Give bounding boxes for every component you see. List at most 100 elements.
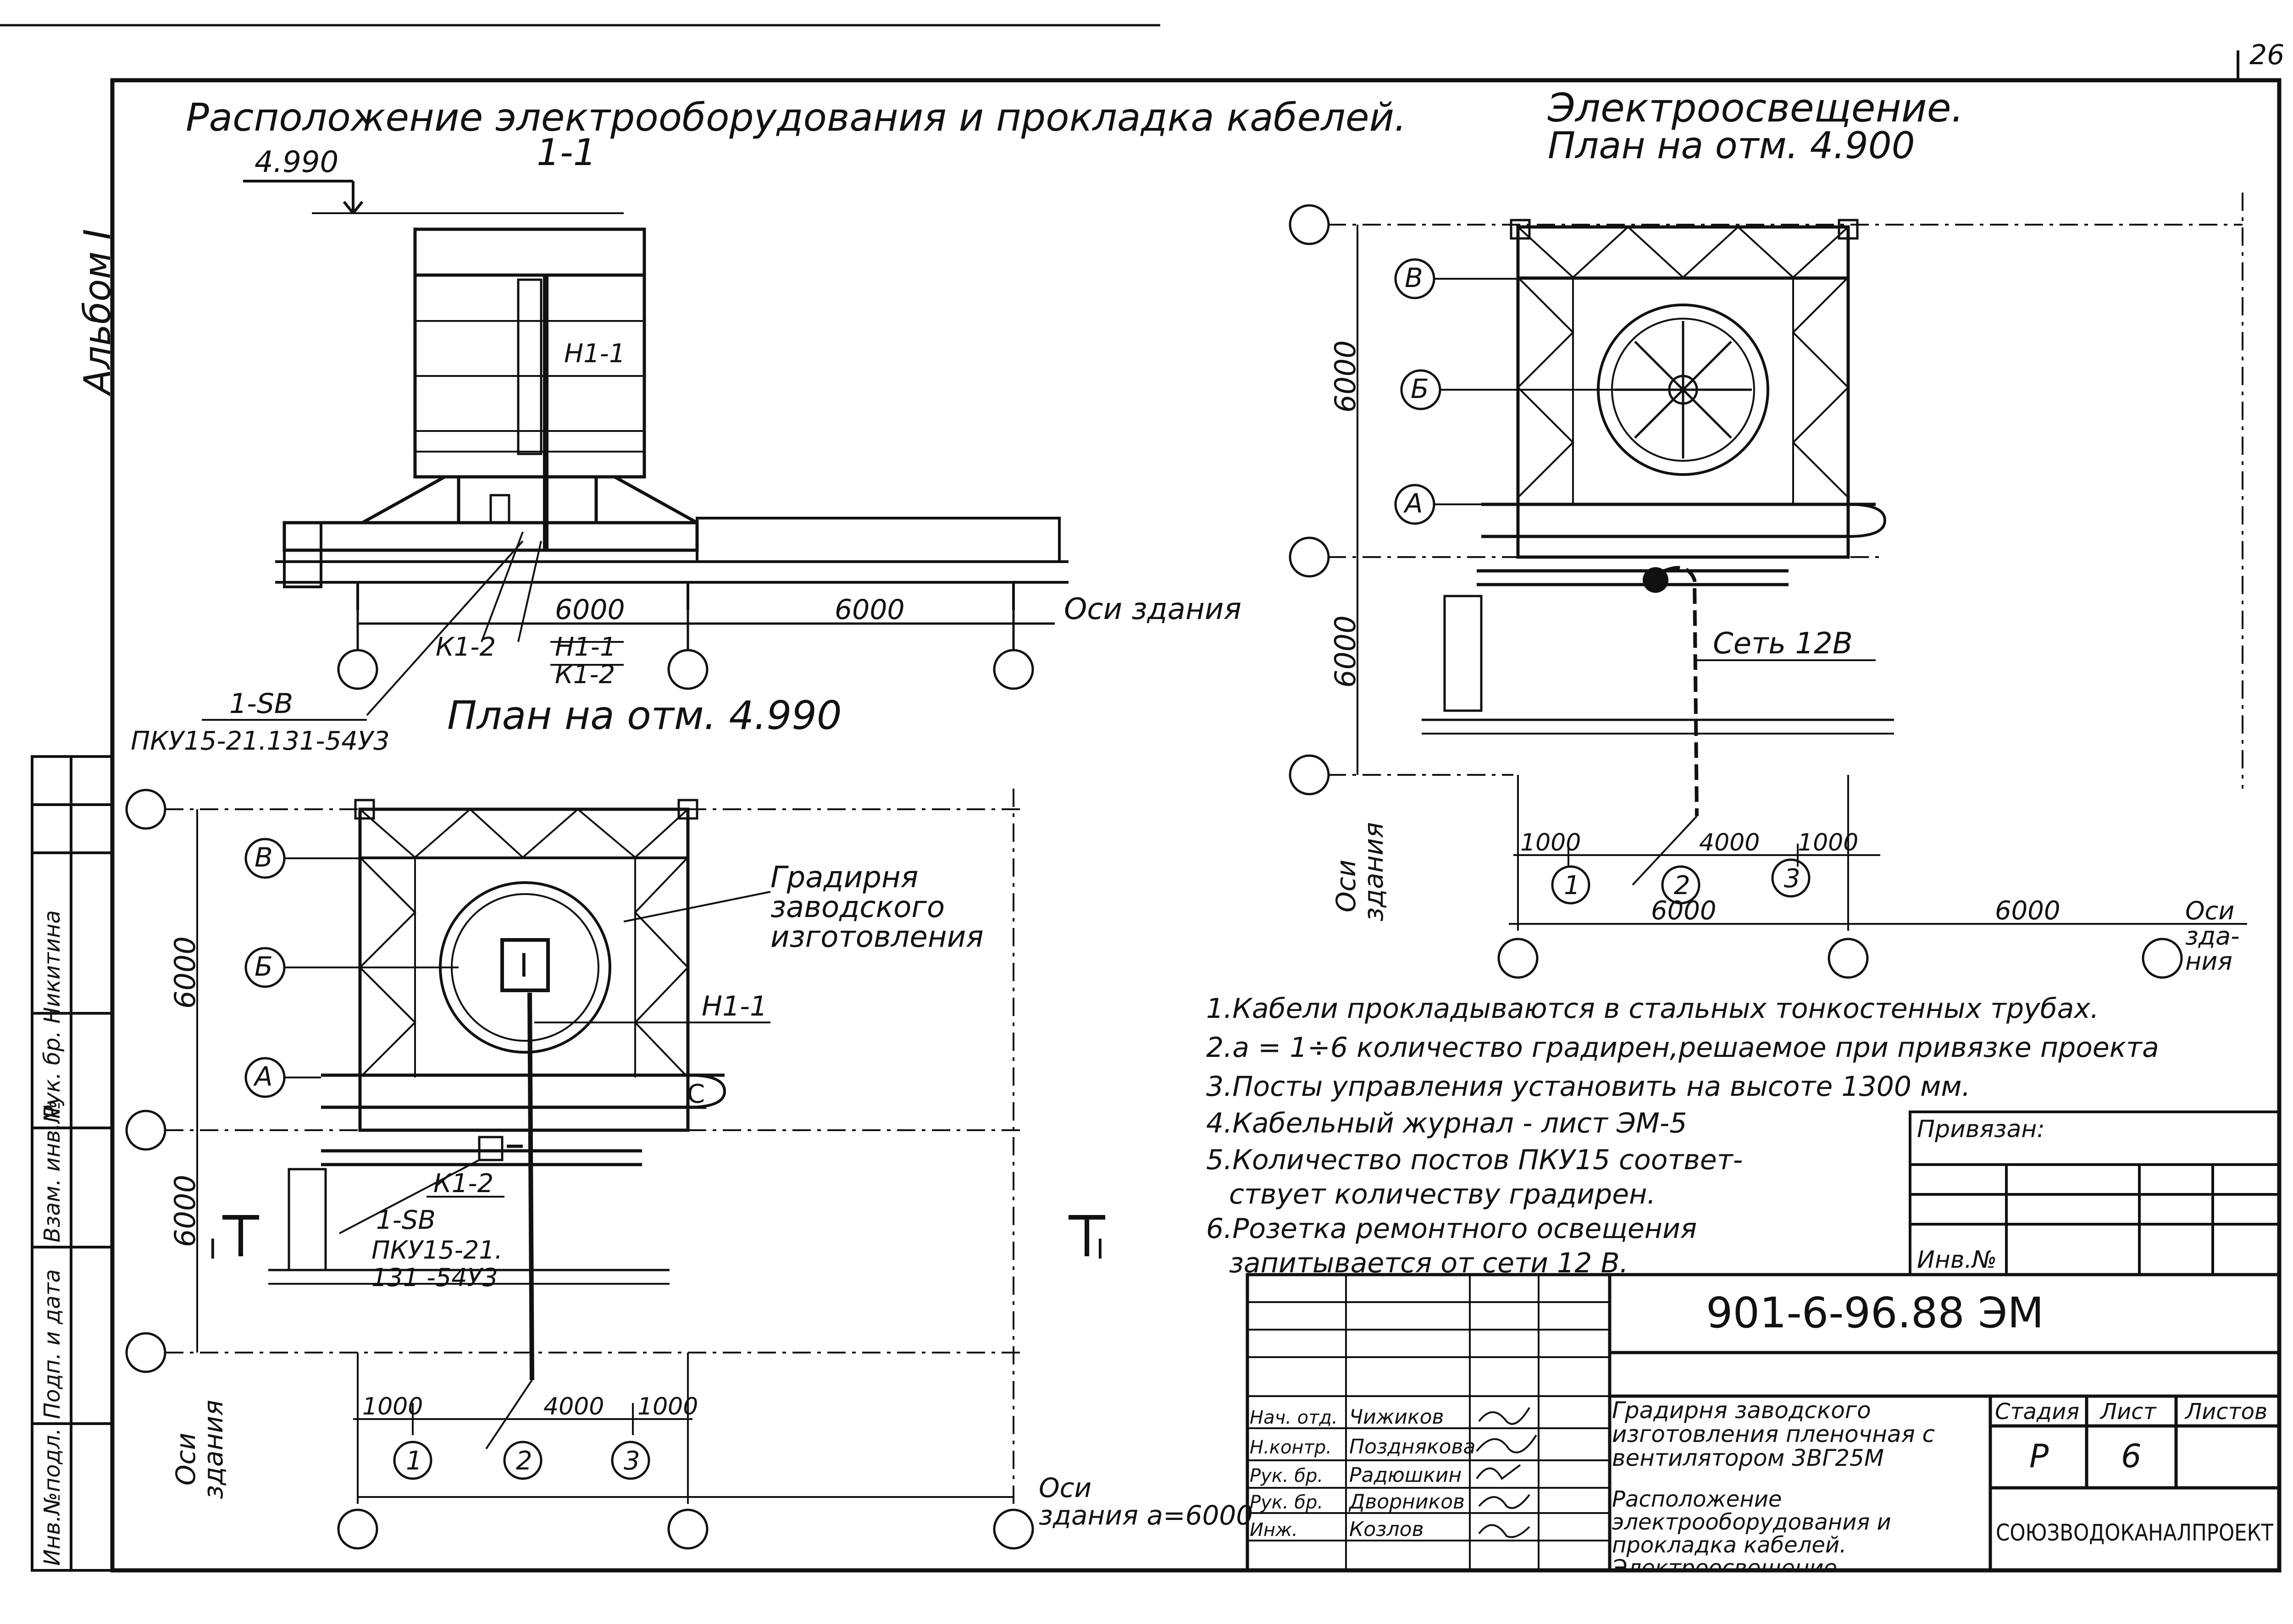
lighting-plan: Электроосвещение. План на отм. 4.900 bbox=[1289, 85, 2247, 979]
sig-role-1: Нач. отд. bbox=[1250, 1407, 1338, 1428]
sheets-header: Листов bbox=[2184, 1399, 2267, 1425]
section-k1: К1-2 bbox=[436, 632, 496, 662]
sheet-header: Лист bbox=[2099, 1399, 2157, 1425]
sig-name-3: Радюшкин bbox=[1349, 1464, 1462, 1487]
lamp-icon bbox=[1643, 567, 1668, 593]
org-name: СОЮЗВОДОКАНАЛПРОЕКТ bbox=[1996, 1519, 2273, 1546]
sig-name-4: Дворников bbox=[1348, 1490, 1465, 1514]
sig-role-4: Рук. бр. bbox=[1250, 1492, 1323, 1513]
axis-bubble bbox=[993, 649, 1034, 690]
note-1: 1.Кабели прокладываются в стальных тонко… bbox=[1206, 993, 2099, 1025]
stage-header: Стадия bbox=[1995, 1399, 2079, 1425]
plan490-axis-v: В bbox=[255, 842, 273, 873]
plan490-sb: 1-SB bbox=[376, 1205, 436, 1235]
lighting-col-2: 2 bbox=[1674, 871, 1690, 900]
section-title: Расположение электрооборудования и прокл… bbox=[186, 95, 1407, 140]
section-cut: 1-1 bbox=[537, 131, 597, 174]
fan-label: I bbox=[519, 947, 529, 984]
cut-mark-left bbox=[222, 1215, 259, 1256]
plan490-axes-v2: здания bbox=[198, 1400, 229, 1499]
plan490-d4000: 4000 bbox=[543, 1393, 604, 1420]
cut-mark-label-left: I bbox=[209, 1233, 217, 1265]
axis-bubble-a bbox=[1394, 484, 1435, 525]
plan490-axes-h1: Оси bbox=[1039, 1472, 1091, 1503]
plan490-d1000a: 1000 bbox=[362, 1393, 423, 1420]
stamp-sign-date: Подп. и дата bbox=[39, 1269, 65, 1419]
lighting-d1000b: 1000 bbox=[1798, 829, 1858, 856]
cut-mark-right bbox=[1069, 1215, 1105, 1256]
plan490-pku-1: ПКУ15-21. bbox=[371, 1236, 503, 1265]
section-view: Расположение электрооборудования и прокл… bbox=[131, 95, 1407, 756]
axis-bubble bbox=[125, 1110, 166, 1151]
note-3: 3.Посты управления установить на высоте … bbox=[1206, 1071, 1971, 1103]
section-axes: Оси здания bbox=[1064, 592, 1241, 626]
section-dim1: 6000 bbox=[555, 594, 625, 626]
axis-bubble bbox=[125, 1332, 166, 1373]
lighting-col-3: 3 bbox=[1784, 864, 1800, 894]
plan490-k1: К1-2 bbox=[433, 1169, 493, 1199]
c-mark: С bbox=[687, 1079, 705, 1109]
left-stamp bbox=[31, 755, 114, 1572]
sheet-frame bbox=[0, 24, 2282, 1573]
col-bubble-1 bbox=[1551, 865, 1590, 905]
lighting-d4000: 4000 bbox=[1699, 829, 1760, 856]
note-6: 6.Розетка ремонтного освещения bbox=[1206, 1213, 1697, 1245]
axis-bubble bbox=[125, 789, 166, 830]
section-h1: Н1-1 bbox=[564, 339, 626, 369]
sig-role-2: Н.контр. bbox=[1250, 1437, 1332, 1458]
col-bubble-1 bbox=[393, 1441, 432, 1480]
lighting-d6000b: 6000 bbox=[1995, 896, 2060, 926]
notes: 1.Кабели прокладываются в стальных тонко… bbox=[1206, 993, 2159, 1279]
lighting-axis-b: Б bbox=[1411, 373, 1429, 404]
plan490-dim6000a: 6000 bbox=[168, 936, 202, 1009]
lighting-title: Электроосвещение. bbox=[1547, 85, 1964, 131]
plan490-axes-v1: Оси bbox=[170, 1433, 201, 1486]
tower-label-1: Градирня bbox=[770, 861, 918, 895]
col-1: 1 bbox=[406, 1446, 422, 1476]
section-elev: 4.990 bbox=[255, 145, 338, 179]
sig-name-5: Козлов bbox=[1349, 1518, 1424, 1541]
axis-bubble bbox=[667, 649, 709, 690]
lighting-d1000a: 1000 bbox=[1520, 829, 1581, 856]
lighting-axes-h1: Оси bbox=[2185, 896, 2234, 925]
note-5b: ствует количеству градирен. bbox=[1229, 1178, 1656, 1210]
axis-bubble bbox=[337, 1508, 378, 1550]
col-bubble-3 bbox=[611, 1441, 650, 1480]
lighting-subtitle: План на отм. 4.900 bbox=[1548, 124, 1915, 167]
col-bubble-2 bbox=[1661, 865, 1700, 905]
axis-bubble bbox=[337, 649, 378, 690]
stamp-inv: Инв.№подл. bbox=[39, 1428, 65, 1566]
axis-bubble bbox=[667, 1508, 709, 1550]
plan490-axis-a: А bbox=[253, 1061, 273, 1092]
plan490-title: План на отм. 4.990 bbox=[447, 693, 842, 739]
axis-bubble bbox=[993, 1508, 1034, 1550]
section-sb: 1-SB bbox=[229, 688, 293, 720]
lighting-dim6000b: 6000 bbox=[1329, 615, 1362, 688]
stage-value: Р bbox=[2029, 1437, 2049, 1475]
inv-label: Инв.№ bbox=[1917, 1246, 1997, 1274]
sig-role-3: Рук. бр. bbox=[1250, 1465, 1323, 1486]
album-label: Альбом I bbox=[76, 229, 119, 397]
section-h1b: Н1-1 bbox=[555, 632, 616, 662]
signatures: Нач. отд. Чижиков Н.контр. Позднякова Ру… bbox=[1250, 1405, 1537, 1541]
section-dim2: 6000 bbox=[835, 594, 905, 626]
stamp-replace: Взам. инв.№ bbox=[39, 1100, 65, 1243]
col-bubble-2 bbox=[503, 1441, 543, 1480]
col-3: 3 bbox=[624, 1446, 640, 1476]
plan490-pku-2: 131 -54У3 bbox=[371, 1263, 498, 1292]
attach-label: Привязан: bbox=[1917, 1116, 2045, 1143]
note-4: 4.Кабельный журнал - лист ЭМ-5 bbox=[1206, 1107, 1687, 1139]
lighting-net: Сеть 12В bbox=[1713, 627, 1853, 661]
handwritten-signatures bbox=[1476, 1407, 1537, 1538]
page-number: 26 bbox=[2249, 39, 2284, 71]
sig-name-2: Позднякова bbox=[1349, 1435, 1475, 1458]
title-object: Градирня заводского изготовления пленочн… bbox=[1612, 1398, 1935, 1471]
lighting-axes-v2: здания bbox=[1358, 822, 1389, 922]
plan490-h1: Н1-1 bbox=[702, 990, 767, 1022]
tower-section bbox=[282, 227, 699, 552]
axis-bubble bbox=[1289, 204, 1330, 245]
axis-bubble bbox=[1289, 536, 1330, 578]
lighting-axes-h3: ния bbox=[2185, 947, 2232, 976]
section-pku: ПКУ15-21.131-54У3 bbox=[131, 726, 390, 756]
